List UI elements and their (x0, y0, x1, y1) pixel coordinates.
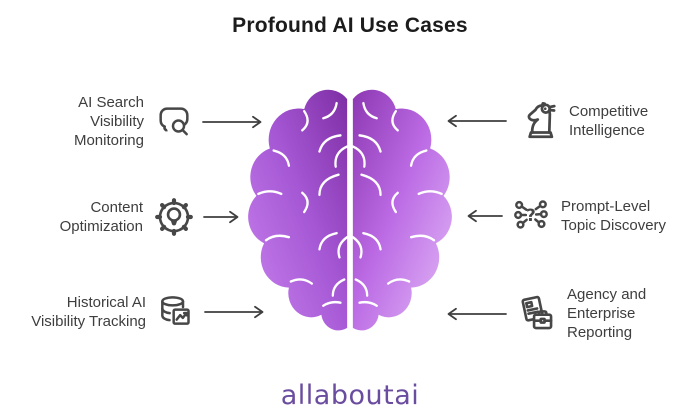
label-line: Competitive (569, 103, 649, 120)
brain-left-hemisphere (248, 89, 349, 331)
use-case-label: Historical AI Visibility Tracking (16, 293, 146, 331)
label-line: Enterprise (567, 305, 636, 322)
chat-search-icon (154, 102, 194, 142)
label-line: Monitoring (73, 132, 144, 149)
connector-arrow-right (203, 210, 243, 224)
use-case-label: AI Search Visibility Monitoring (52, 93, 144, 150)
use-case-content-optimization: Content Optimization (49, 196, 243, 238)
label-line: AI Search (78, 94, 144, 111)
network-question-icon: ? (511, 196, 551, 236)
label-line: Intelligence (569, 122, 645, 139)
use-case-label: Competitive Intelligence (569, 102, 648, 140)
use-case-competitive-intelligence: Competitive Intelligence (443, 99, 648, 143)
use-case-historical-ai-visibility-tracking: Historical AI Visibility Tracking (16, 292, 268, 332)
brain-right-hemisphere (351, 89, 452, 331)
label-line: Agency and (567, 286, 647, 303)
database-chart-icon (156, 292, 196, 332)
brand-logo: allaboutai (280, 380, 420, 411)
gear-lightbulb-icon (153, 196, 195, 238)
label-line: Content (90, 199, 143, 216)
connector-arrow-right (204, 305, 268, 319)
connector-arrow-left (443, 307, 507, 321)
label-line: Visibility Tracking (31, 313, 146, 330)
label-line: Optimization (59, 218, 143, 235)
label-line: Visibility (90, 113, 144, 130)
brain-illustration (248, 89, 452, 331)
label-line: Topic Discovery (561, 217, 667, 234)
use-case-label: Content Optimization (49, 198, 143, 236)
use-case-agency-enterprise-reporting: Agency and Enterprise Reporting (443, 285, 646, 342)
chess-knight-icon (515, 99, 559, 143)
svg-text:?: ? (526, 206, 536, 225)
page-title: Profound AI Use Cases (232, 14, 468, 37)
use-case-prompt-level-topic-discovery: ? Prompt-Level Topic Discovery (463, 196, 666, 236)
label-line: Reporting (567, 324, 633, 341)
documents-briefcase-icon (515, 293, 557, 335)
use-case-label: Agency and Enterprise Reporting (567, 285, 646, 342)
label-line: Historical AI (66, 294, 146, 311)
connector-arrow-left (463, 209, 503, 223)
label-line: Prompt-Level (561, 198, 651, 215)
use-case-ai-search-visibility-monitoring: AI Search Visibility Monitoring (52, 93, 266, 150)
connector-arrow-left (443, 114, 507, 128)
connector-arrow-right (202, 115, 266, 129)
use-case-label: Prompt-Level Topic Discovery (561, 197, 666, 235)
